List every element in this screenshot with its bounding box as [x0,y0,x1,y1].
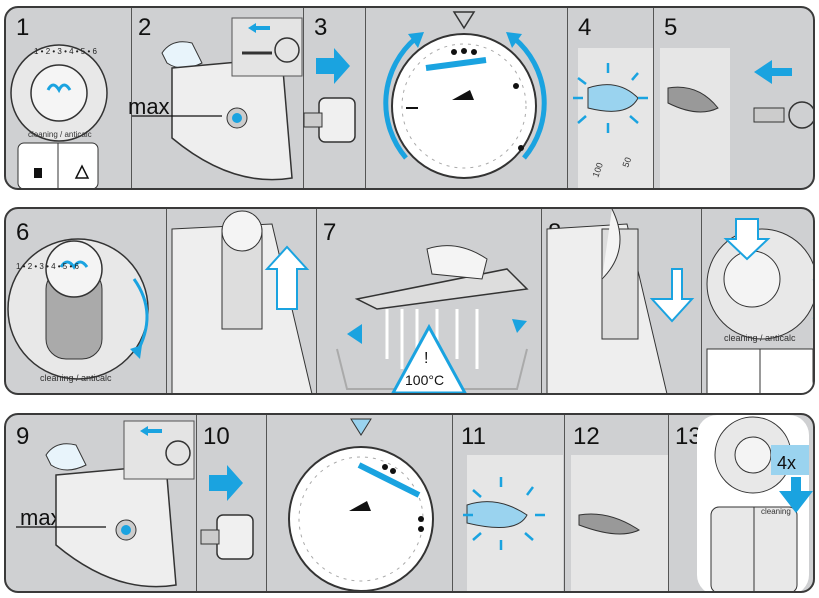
plug-icon [197,415,267,593]
step-8b-panel: cleaning / anticalc [701,209,815,393]
unplug-icon [654,8,815,190]
step-row-1: 1 1 • 2 • 3 • 4 • 5 • 6 cleaning / antic… [4,6,815,190]
cleaning-label: cleaning [761,507,791,516]
warning-mark: ! [424,350,428,368]
iron-icon [132,8,304,190]
step-row-3: 9 max 10 [4,413,815,593]
dial-panel [365,8,566,188]
dial-icon: 1 • 2 • 3 • 4 • 5 • 6 [6,209,166,395]
step-8-panel: 8 [541,209,702,393]
dial-icon [669,415,815,593]
dial-panel-2 [266,415,447,591]
svg-text:1 • 2 • 3 • 4 • 5 • 6: 1 • 2 • 3 • 4 • 5 • 6 [34,47,97,56]
step-row-2: 6 1 • 2 • 3 • 4 • 5 • 6 cleaning / antic… [4,207,815,395]
svg-text:1 • 2 • 3 • 4 • 5 • 6: 1 • 2 • 3 • 4 • 5 • 6 [16,262,79,271]
repeat-count-badge: 4x [777,453,796,474]
step-5-panel: 5 [653,8,815,188]
step-7-panel: 7 ! 100°C [316,209,542,393]
dial-icon [702,209,815,395]
step-4-panel: 4 100 50 [567,8,654,188]
step-6-panel: 6 1 • 2 • 3 • 4 • 5 • 6 cleaning / antic… [6,209,166,393]
iron-icon [6,415,196,593]
temperature-dial-icon [267,415,447,593]
step-1-panel: 1 1 • 2 • 3 • 4 • 5 • 6 cleaning / antic… [6,8,111,188]
warning-triangle-icon [317,209,542,395]
step-10-panel: 10 [196,415,267,591]
step-13-panel: 13 4x cleaning [668,415,815,591]
water-tank-icon [167,209,317,395]
step-9-panel: 9 max [6,415,196,591]
step-3-panel: 3 [303,8,366,188]
cleaning-label: cleaning / anticalc [40,373,112,383]
step-2-panel: 2 max [131,8,304,188]
cleaning-label: cleaning / anticalc [28,130,92,139]
warning-temperature: 100°C [405,372,444,388]
dial-icon: 1 • 2 • 3 • 4 • 5 • 6 [6,8,111,190]
step-6b-panel [166,209,317,393]
cleaning-label: cleaning / anticalc [724,333,796,343]
water-tank-icon [542,209,702,395]
step-11-panel: 11 [452,415,565,591]
step-12-panel: 12 [564,415,669,591]
steam-icon [453,415,565,593]
iron-soleplate-icon [565,415,669,593]
plug-icon [304,8,366,190]
steam-icon: 100 50 [568,8,654,190]
temperature-dial-icon [366,8,566,190]
